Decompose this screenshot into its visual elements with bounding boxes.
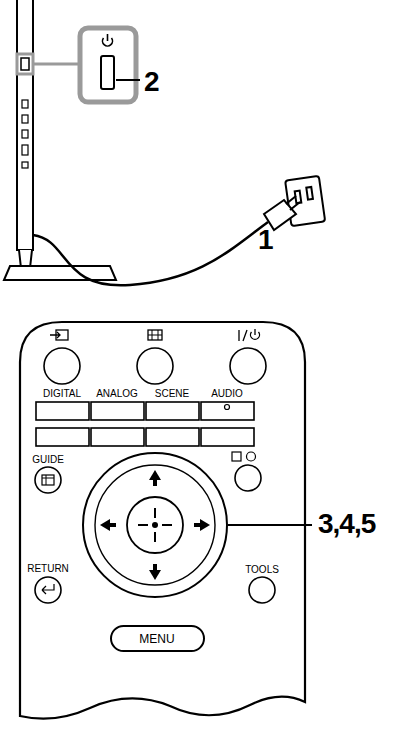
tv-button: [21, 58, 29, 70]
power-icon: [103, 34, 113, 46]
button-label: GUIDE: [32, 455, 64, 465]
callout-number: 1: [258, 226, 273, 254]
wide-button: [137, 348, 173, 384]
power-button: [230, 348, 266, 384]
button-label: TOOLS: [245, 565, 279, 575]
power-cord: [33, 222, 268, 285]
tools-button: [249, 577, 275, 603]
remote-body: [20, 322, 305, 719]
info-button: [235, 465, 261, 491]
button-label: DIGITAL: [43, 389, 81, 399]
tv-stand: [4, 266, 116, 280]
power-switch: [101, 56, 114, 89]
plug: [264, 176, 325, 230]
navigation-ring: [83, 453, 227, 597]
tv-panel: [17, 0, 33, 250]
enter-button: [127, 497, 183, 553]
button-label: RETURN: [27, 564, 69, 574]
button-label: AUDIO: [211, 389, 243, 399]
button-label: SCENE: [155, 389, 189, 399]
return-button: [35, 577, 61, 603]
guide-button: [35, 467, 61, 493]
button-text: MENU: [139, 633, 174, 645]
button-label: ANALOG: [96, 389, 138, 399]
callout-number: 2: [144, 68, 159, 96]
input-button: [44, 348, 80, 384]
callout-number: 3,4,5: [318, 510, 375, 538]
menu-button: MENU: [110, 625, 205, 652]
zoom-frame: [80, 28, 136, 102]
arrow-marks: [100, 470, 210, 580]
leader-line: [116, 79, 140, 81]
leader-line: [228, 524, 312, 526]
